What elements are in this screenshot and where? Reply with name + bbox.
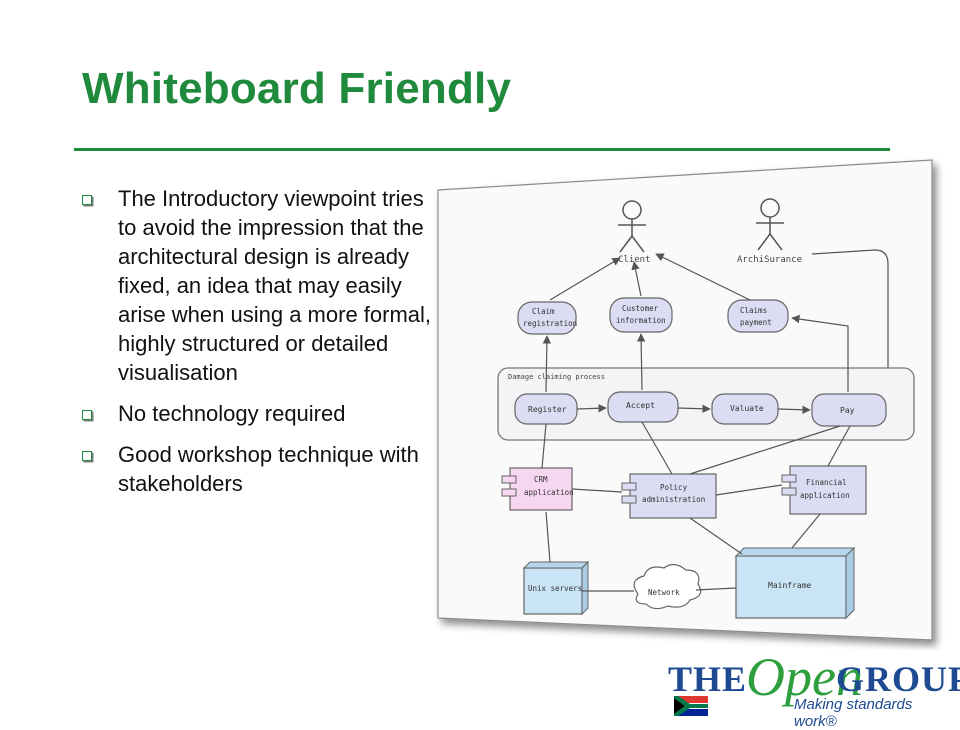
logo-the: THE (668, 659, 748, 699)
process-register: Register (514, 393, 578, 425)
svg-text:Network: Network (648, 588, 680, 597)
bullet-item: The Introductory viewpoint tries to avoi… (82, 184, 432, 387)
title-divider (74, 148, 890, 151)
node-unix-servers: Unix servers (522, 560, 590, 616)
svg-text:Mainframe: Mainframe (768, 581, 812, 590)
bullet-text: Good workshop technique with stakeholder… (118, 442, 419, 496)
svg-text:application: application (524, 488, 574, 497)
service-claims-payment: Claims payment (727, 299, 789, 333)
logo-tagline: Making standards work® (794, 696, 913, 730)
svg-text:Financial: Financial (806, 478, 847, 487)
service-claim-registration: Claim registration (517, 301, 577, 335)
open-group-logo: THE Open GROUP Making standards work® (668, 647, 960, 730)
svg-text:Register: Register (528, 405, 567, 414)
whiteboard-sketch: Client ArchiSurance Claim registration C… (420, 150, 950, 650)
bullet-text: No technology required (118, 401, 346, 426)
actor-client (618, 200, 646, 253)
svg-text:Accept: Accept (626, 401, 655, 410)
bullet-list: The Introductory viewpoint tries to avoi… (82, 184, 432, 510)
south-africa-flag-icon (674, 696, 708, 716)
svg-text:Valuate: Valuate (730, 404, 764, 413)
app-crm: CRM application (501, 467, 574, 511)
bullet-item: No technology required (82, 399, 432, 428)
checkbox-bullet-icon (82, 410, 92, 420)
svg-text:information: information (616, 316, 666, 325)
actor-label: ArchiSurance (737, 255, 802, 265)
app-financial-application: Financial application (781, 465, 867, 515)
svg-text:registration: registration (523, 319, 577, 328)
logo-open: Open (746, 647, 863, 707)
slide-title: Whiteboard Friendly (82, 64, 512, 113)
process-valuate: Valuate (711, 393, 779, 425)
svg-text:administration: administration (642, 495, 705, 504)
app-policy-administration: Policy administration (621, 473, 717, 519)
service-customer-information: Customer information (609, 297, 673, 333)
svg-text:Policy: Policy (660, 483, 688, 492)
checkbox-bullet-icon (82, 195, 92, 205)
bullet-text: The Introductory viewpoint tries to avoi… (118, 186, 432, 385)
svg-text:Claim: Claim (532, 307, 555, 316)
process-group (497, 367, 915, 441)
actor-archisurance (756, 198, 784, 251)
svg-text:Customer: Customer (622, 304, 659, 313)
svg-text:Unix servers: Unix servers (528, 584, 582, 593)
actor-label: Client (618, 255, 651, 265)
svg-text:payment: payment (740, 318, 772, 327)
node-mainframe: Mainframe (734, 546, 856, 620)
svg-text:application: application (800, 491, 850, 500)
logo-group: GROUP (836, 659, 960, 699)
svg-text:Claims: Claims (740, 306, 767, 315)
process-group-label: Damage claiming process (508, 373, 605, 381)
svg-text:Pay: Pay (840, 406, 855, 415)
svg-text:CRM: CRM (534, 475, 548, 484)
process-accept: Accept (607, 391, 679, 423)
checkbox-bullet-icon (82, 451, 92, 461)
process-pay: Pay (811, 393, 887, 427)
architecture-diagram: Client ArchiSurance Claim registration C… (437, 159, 933, 641)
bullet-item: Good workshop technique with stakeholder… (82, 440, 432, 498)
node-network: Network (633, 563, 702, 610)
